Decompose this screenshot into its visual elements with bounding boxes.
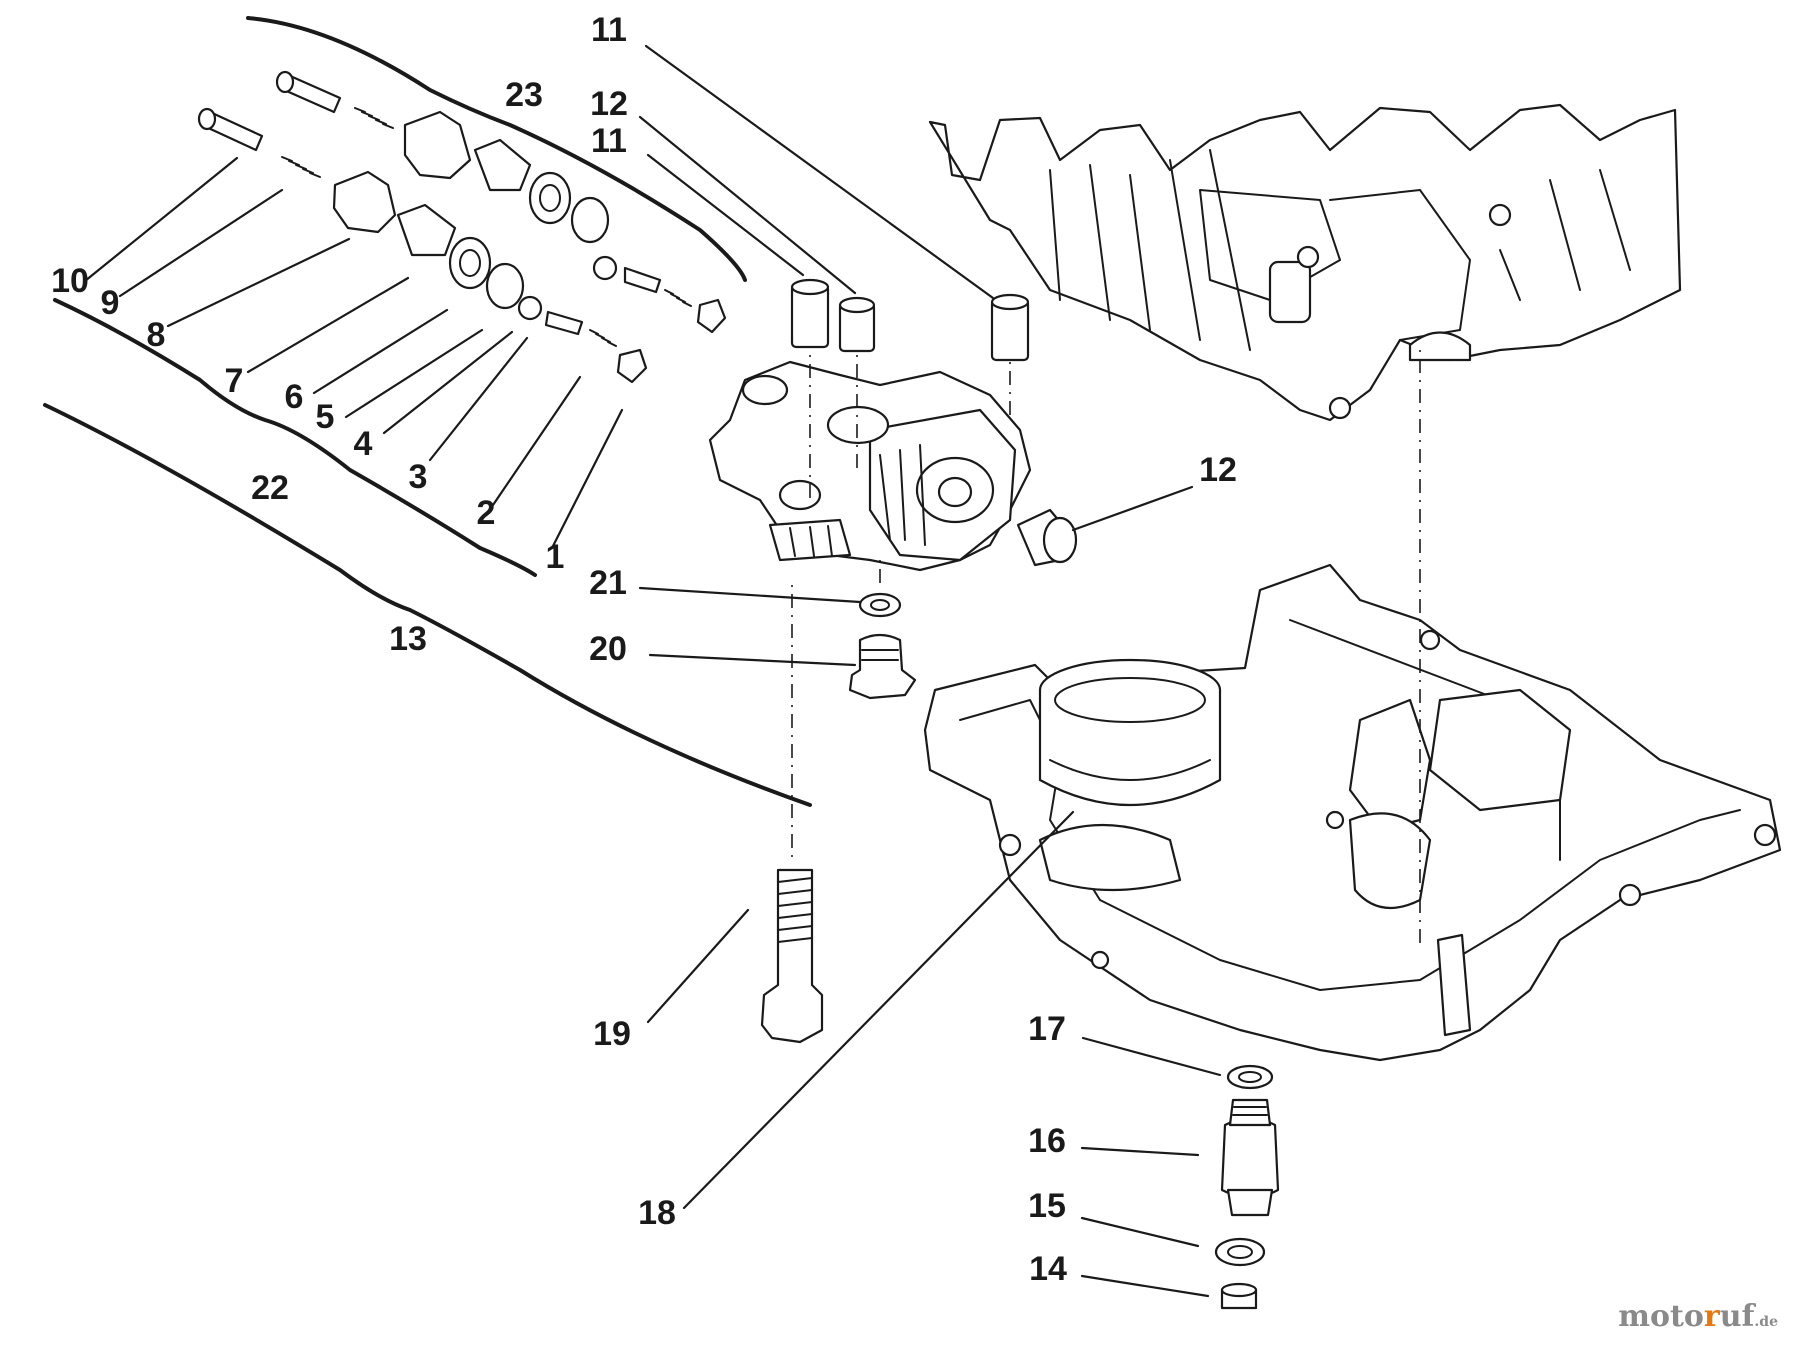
callout-5: 5	[316, 398, 335, 436]
callout-18: 18	[638, 1194, 676, 1232]
relief-valve-kit-drawings	[197, 70, 727, 384]
callout-labels: 1234567891011111212131415161718192021222…	[51, 11, 1237, 1288]
small-parts-drawings	[760, 592, 917, 1044]
group-brackets	[43, 16, 812, 807]
oil-pump-drawing	[708, 360, 1032, 572]
callout-12: 12	[1199, 451, 1237, 489]
engine-block-drawing	[928, 103, 1682, 422]
callout-16: 16	[1028, 1122, 1066, 1160]
drain-parts-drawings	[1214, 1064, 1280, 1310]
callout-7: 7	[225, 362, 244, 400]
bushing-drawings	[790, 278, 1078, 567]
callout-8: 8	[147, 316, 166, 354]
callout-15: 15	[1028, 1187, 1066, 1225]
callout-4: 4	[354, 425, 373, 463]
callout-12: 12	[590, 85, 628, 123]
callout-1: 1	[546, 538, 565, 576]
callout-3: 3	[409, 458, 428, 496]
callout-6: 6	[285, 378, 304, 416]
callout-17: 17	[1028, 1010, 1066, 1048]
callout-22: 22	[251, 469, 289, 507]
callout-21: 21	[589, 564, 627, 602]
leader-lines	[83, 44, 1222, 1298]
callout-11: 11	[591, 122, 627, 160]
callout-20: 20	[589, 630, 627, 668]
oil-sump-drawing	[923, 563, 1782, 1062]
alignment-lines	[791, 350, 1421, 950]
callout-10: 10	[51, 262, 89, 300]
callout-13: 13	[389, 620, 427, 658]
callout-9: 9	[101, 284, 120, 322]
callout-23: 23	[505, 76, 543, 114]
callout-14: 14	[1029, 1250, 1067, 1288]
callout-19: 19	[593, 1015, 631, 1053]
callout-11: 11	[591, 11, 627, 49]
watermark-logo: motoruf.de	[1618, 1299, 1778, 1334]
seal-ring-drawing	[1038, 658, 1222, 806]
callout-2: 2	[477, 494, 496, 532]
